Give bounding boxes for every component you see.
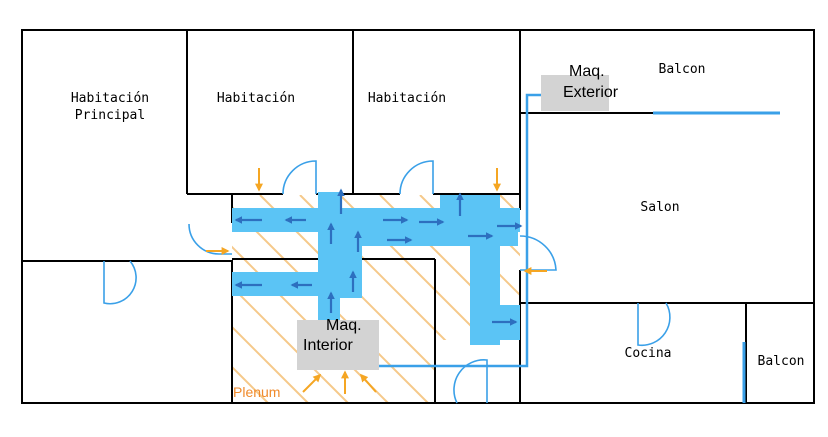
exterior-unit-label-1: Maq. — [569, 63, 605, 80]
airflow-arrows — [234, 188, 523, 326]
return-arrow — [302, 373, 322, 393]
walls — [21, 29, 815, 404]
room-label-kitchen: Cocina — [625, 346, 672, 361]
return-arrow — [359, 373, 377, 393]
refrigerant-line — [378, 93, 541, 368]
door-bedroom-1[interactable] — [282, 160, 317, 195]
exterior-unit: Maq. Exterior — [541, 63, 619, 111]
room-label-balcony-top: Balcon — [659, 62, 706, 77]
door-living[interactable] — [519, 235, 557, 271]
room-label-bedroom-2: Habitación — [368, 91, 446, 106]
room-label-balcony-right: Balcon — [758, 354, 805, 369]
room-label-bedroom-1: Habitación — [217, 91, 295, 106]
room-label-main-bedroom: Habitación — [71, 91, 149, 106]
exterior-unit-label-2: Exterior — [563, 84, 619, 101]
exterior-unit-box — [541, 75, 609, 111]
outer-wall — [21, 29, 815, 404]
door-plenum[interactable] — [453, 359, 488, 404]
door-bedroom-2[interactable] — [399, 160, 434, 195]
interior-unit-box — [297, 320, 379, 370]
door-main-bedroom[interactable] — [188, 223, 232, 255]
room-label-main-bedroom-2: Principal — [75, 108, 145, 123]
door-kitchen[interactable] — [637, 302, 671, 347]
interior-unit: Maq. Interior — [297, 317, 379, 370]
duct-top-stub — [440, 195, 470, 215]
door-hall-bedroom[interactable] — [103, 260, 137, 305]
plenum-label: Plenum — [233, 384, 280, 400]
interior-unit-label-2: Interior — [303, 337, 353, 354]
interior-unit-label-1: Maq. — [326, 317, 362, 334]
duct-right — [470, 195, 500, 345]
duct-main-riser — [318, 192, 340, 320]
return-arrows — [206, 168, 547, 394]
room-label-living: Salon — [640, 200, 679, 215]
